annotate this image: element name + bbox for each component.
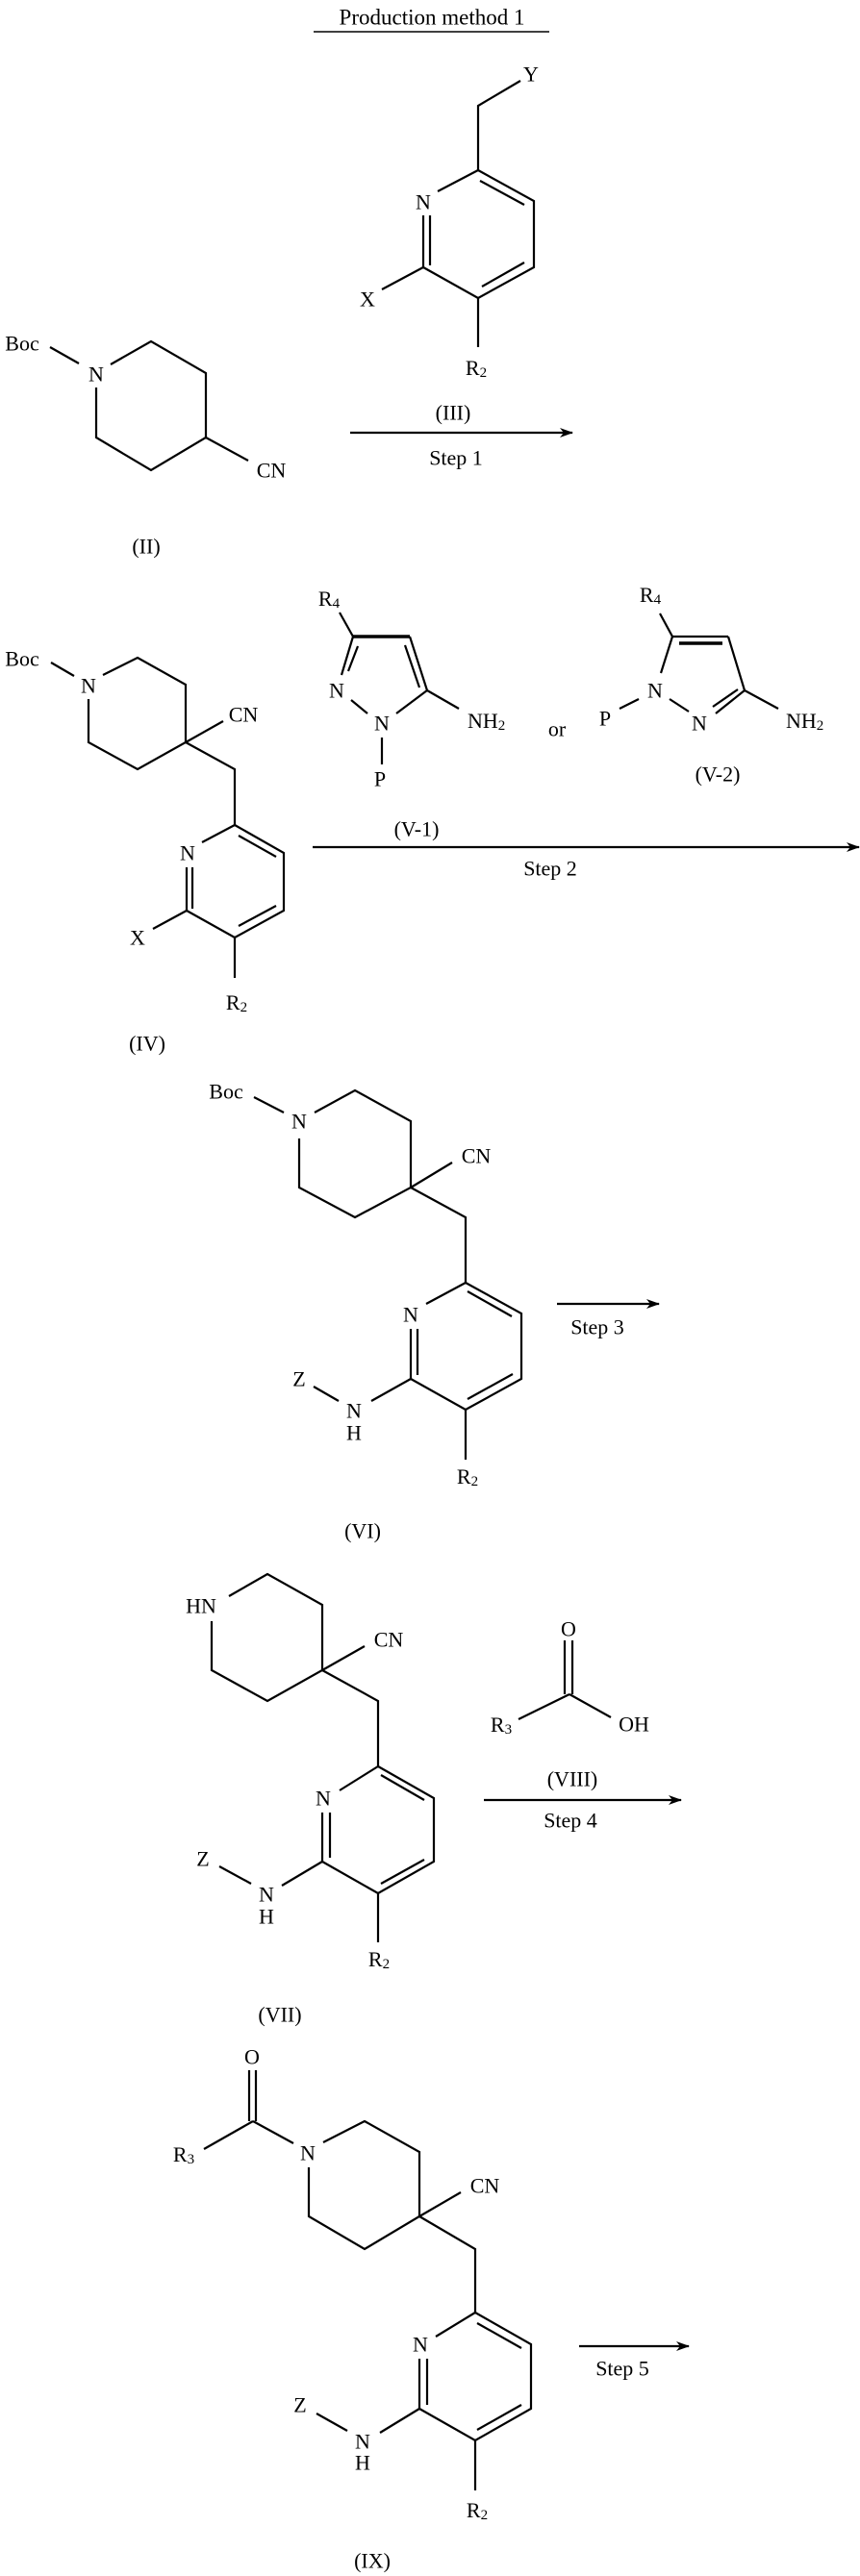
y-label: Y — [523, 63, 539, 87]
carbonyl-o-label: O — [561, 1617, 576, 1641]
boc-label: Boc — [5, 332, 39, 356]
pyrazole-n2-label: N — [692, 712, 707, 736]
piperidine-n-label: N — [300, 2141, 316, 2165]
r3-label: R3 — [173, 2142, 194, 2168]
z-label: Z — [292, 1367, 305, 1391]
r4-label: R4 — [318, 587, 341, 613]
pyridine-n-label: N — [413, 2333, 428, 2357]
step2-arrow: Step 2 — [313, 842, 860, 881]
p-label: P — [374, 767, 386, 791]
compound-V-1: R4 N N P NH2 (V-1) — [318, 587, 505, 841]
step4-label: Step 4 — [544, 1809, 597, 1833]
z-label: Z — [196, 1847, 209, 1871]
step3-arrow: Step 3 — [557, 1299, 660, 1339]
boc-label: Boc — [5, 647, 39, 671]
compound-label-VI: (VI) — [344, 1519, 381, 1543]
title-text: Production method 1 — [340, 6, 525, 30]
hydroxyl-label: OH — [619, 1713, 649, 1737]
cn-label: CN — [257, 459, 287, 483]
compound-III: Y N X R2 (III) — [360, 63, 539, 425]
pyridine-n-label: N — [316, 1787, 331, 1811]
r4-label: R4 — [640, 583, 662, 609]
x-label: X — [360, 288, 375, 312]
compound-II: Boc N CN (II) — [5, 332, 286, 559]
or-connector: or — [548, 717, 567, 741]
piperidine-n-label: N — [89, 363, 104, 387]
compound-VII: HN CN N N H Z R2 (VII) — [186, 1572, 436, 2027]
amine-h-label: H — [355, 2451, 370, 2475]
x-label: X — [130, 926, 145, 950]
amine-h-label: H — [346, 1421, 362, 1445]
compound-label-III: (III) — [436, 401, 471, 425]
pyrazole-n1-label: N — [647, 679, 663, 703]
cn-label: CN — [470, 2174, 500, 2198]
compound-label-II: (II) — [132, 535, 160, 559]
compound-label-IV: (IV) — [129, 1032, 165, 1056]
compound-VIII: O R3 OH (VIII) — [491, 1617, 649, 1791]
carbonyl-o-label: O — [244, 2045, 260, 2069]
step5-label: Step 5 — [595, 2357, 649, 2381]
compound-V-2: R4 N N P NH2 (V-2) — [599, 583, 823, 787]
boc-label: Boc — [209, 1080, 243, 1104]
compound-VI: Boc N CN N N H Z R2 (VI) — [209, 1080, 523, 1543]
cn-label: CN — [374, 1628, 404, 1652]
cn-label: CN — [229, 703, 259, 727]
pyrazole-n2-label: N — [329, 679, 344, 703]
compound-label-VII: (VII) — [258, 2003, 301, 2027]
compound-label-VIII: (VIII) — [547, 1767, 598, 1791]
compound-label-IX: (IX) — [354, 2549, 391, 2573]
compound-IV: Boc N CN N X R2 (IV) — [5, 647, 286, 1056]
step5-arrow: Step 5 — [579, 2341, 690, 2381]
step1-label: Step 1 — [429, 446, 483, 470]
z-label: Z — [293, 2393, 306, 2417]
amine-n-label: N — [346, 1399, 362, 1423]
cn-label: CN — [462, 1144, 492, 1168]
r2-label: R2 — [226, 990, 247, 1016]
amine-n-label: N — [259, 1883, 274, 1907]
p-label: P — [599, 707, 611, 731]
r2-label: R2 — [457, 1464, 478, 1490]
piperidine-n-label: N — [291, 1110, 307, 1134]
pyrazole-n1-label: N — [374, 712, 390, 736]
step1-arrow: Step 1 — [350, 428, 573, 470]
r2-label: R2 — [368, 1947, 390, 1973]
r2-label: R2 — [467, 2498, 488, 2524]
compound-IX: O R3 N CN N N H Z R2 (IX) — [173, 2045, 533, 2573]
nh2-label: NH2 — [786, 709, 823, 735]
compound-label-V-1: (V-1) — [394, 817, 440, 841]
step2-label: Step 2 — [523, 857, 577, 881]
piperidine-ring — [94, 339, 208, 472]
r3-label: R3 — [491, 1713, 512, 1738]
scheme-title: Production method 1 — [314, 6, 549, 33]
r2-label: R2 — [466, 356, 487, 382]
pyridine-n-label: N — [416, 190, 431, 214]
compound-label-V-2: (V-2) — [696, 763, 741, 787]
amine-h-label: H — [259, 1905, 274, 1929]
step4-arrow: Step 4 — [484, 1795, 682, 1833]
amine-n-label: N — [355, 2430, 370, 2454]
pyridine-n-label: N — [403, 1303, 418, 1327]
nh2-label: NH2 — [468, 709, 505, 735]
step3-label: Step 3 — [570, 1315, 624, 1339]
piperidine-hn-label: HN — [186, 1594, 216, 1618]
pyridine-n-label: N — [180, 841, 195, 865]
piperidine-n-label: N — [81, 674, 96, 698]
